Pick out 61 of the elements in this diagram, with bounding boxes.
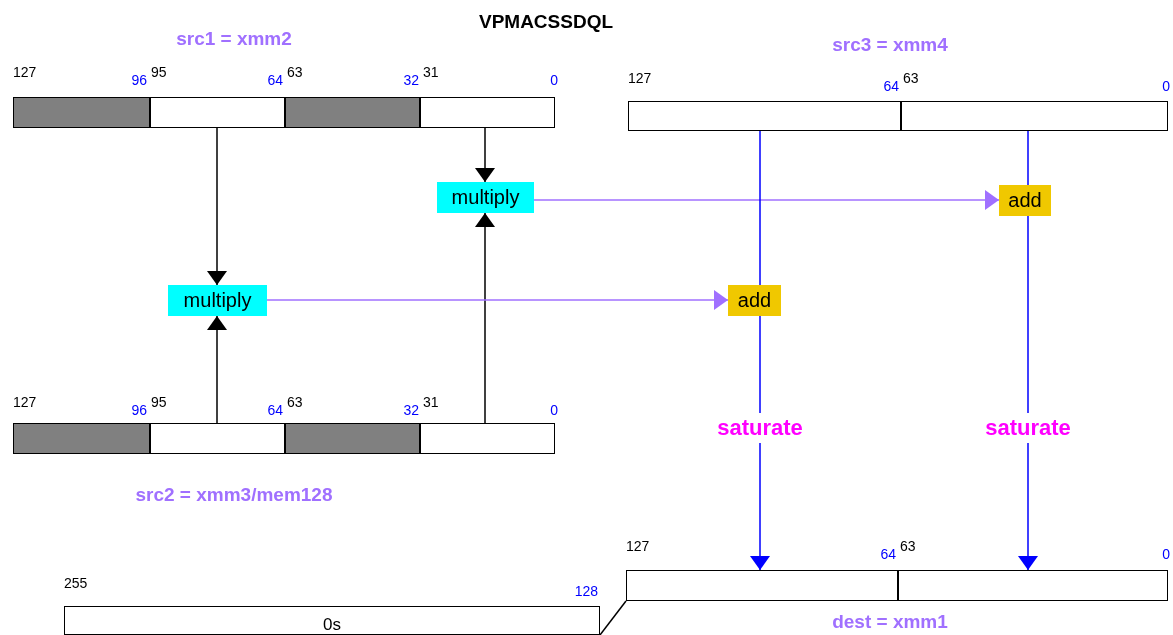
arrow [210, 127, 224, 286]
bit-number: 31 [423, 64, 439, 80]
bit-number: 127 [626, 538, 650, 554]
unused-lane [13, 423, 150, 454]
data-lane [150, 97, 285, 128]
bit-number: 0 [550, 402, 558, 418]
arrow [210, 315, 224, 424]
data-lane [626, 570, 898, 601]
data-lane [901, 101, 1168, 131]
bit-number: 31 [423, 394, 439, 410]
data-lane [898, 570, 1168, 601]
connector-line [759, 130, 761, 286]
bit-number: 32 [403, 402, 419, 418]
unused-lane [285, 423, 420, 454]
bit-number: 96 [131, 402, 147, 418]
arrow [266, 293, 729, 307]
unused-lane [285, 97, 420, 128]
register-label: src1 = xmm2 [176, 28, 292, 50]
bit-number: 95 [151, 394, 167, 410]
edge-label: saturate [985, 413, 1071, 443]
diagram-title: VPMACSSDQL [478, 11, 614, 33]
bit-number: 127 [13, 64, 37, 80]
unused-lane [13, 97, 150, 128]
data-lane [420, 423, 555, 454]
arrow [478, 127, 492, 183]
register-label: src3 = xmm4 [832, 34, 948, 56]
bit-number: 63 [287, 64, 303, 80]
bit-number: 64 [883, 78, 899, 94]
bit-number: 0 [550, 72, 558, 88]
bit-number: 128 [574, 583, 598, 599]
data-lane [420, 97, 555, 128]
connector-line [1027, 130, 1029, 186]
bit-number: 127 [13, 394, 37, 410]
bit-number: 95 [151, 64, 167, 80]
bit-number: 63 [900, 538, 916, 554]
arrow [1021, 215, 1035, 571]
add-box: add [728, 285, 781, 316]
edge-label: saturate [717, 413, 803, 443]
register-label: dest = xmm1 [832, 611, 948, 633]
bit-number: 0 [1162, 546, 1170, 562]
bit-number: 64 [880, 546, 896, 562]
bit-number: 127 [628, 70, 652, 86]
arrow [753, 315, 767, 571]
connector-line [599, 600, 627, 635]
bit-number: 64 [267, 72, 283, 88]
bit-number: 32 [403, 72, 419, 88]
multiply-box: multiply [168, 285, 267, 316]
bit-number: 96 [131, 72, 147, 88]
bit-number: 63 [903, 70, 919, 86]
bit-number: 255 [64, 575, 88, 591]
register-label: src2 = xmm3/mem128 [135, 484, 333, 506]
arrow [533, 193, 1000, 207]
upper-register-bar: 0s [64, 606, 600, 635]
bit-number: 64 [267, 402, 283, 418]
multiply-box: multiply [437, 182, 534, 213]
add-box: add [999, 185, 1051, 216]
bit-number: 63 [287, 394, 303, 410]
arrow [478, 212, 492, 424]
data-lane [628, 101, 901, 131]
data-lane [150, 423, 285, 454]
bit-number: 0 [1162, 78, 1170, 94]
